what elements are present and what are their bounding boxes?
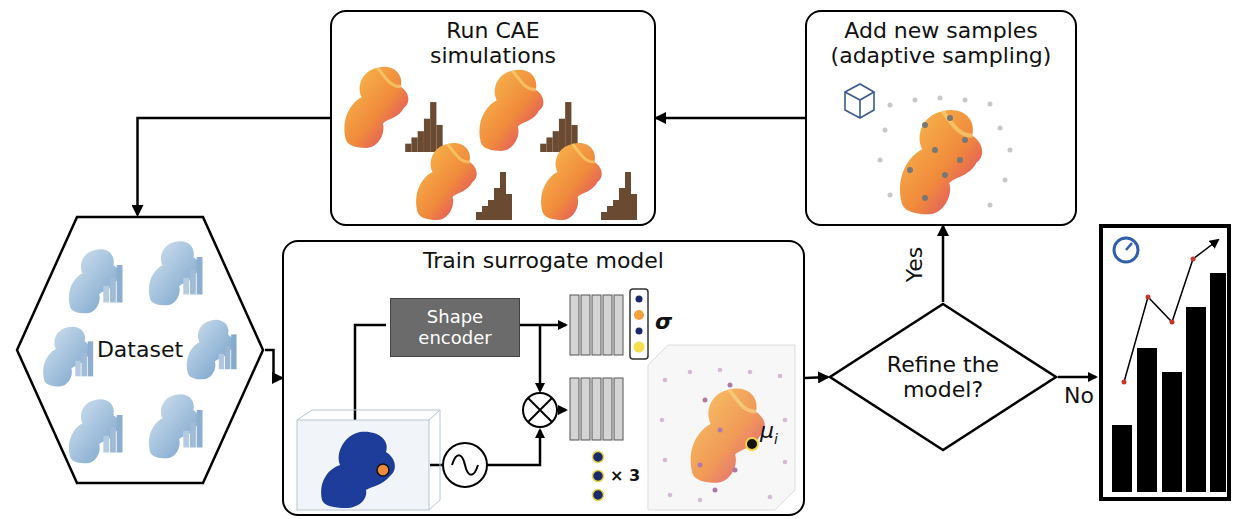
sigma-label: σ [655,309,672,334]
node-text: Train surrogate model [344,248,744,273]
node-text: Dataset [60,337,220,362]
dataset-hexagon: Dataset [15,215,265,485]
node-text: Add new samples (adaptive sampling) [816,18,1066,69]
mu-label: μ [760,418,774,443]
flow-arrow [656,117,805,120]
encoder-box: Shape encoder [390,298,520,357]
branch-label: No [1064,383,1094,408]
node-text: Refine the model? [873,352,1013,403]
process-box: Run CAE simulations [330,10,656,226]
flow-arrow [805,377,828,378]
flow-arrow [138,118,331,215]
process-box: Add new samples (adaptive sampling) [805,10,1077,226]
edge-label: Yes [902,246,927,282]
decision-diamond: Refine the model? [828,302,1058,452]
flow-arrow [942,226,945,302]
repeat-label: × 3 [610,466,640,485]
node-text: Shape encoder [393,307,517,348]
process-box: Train surrogate modelShape encoder [282,240,805,516]
flow-arrow [265,350,282,378]
mu-subscript: i [774,431,778,447]
node-text: Run CAE simulations [398,18,588,69]
